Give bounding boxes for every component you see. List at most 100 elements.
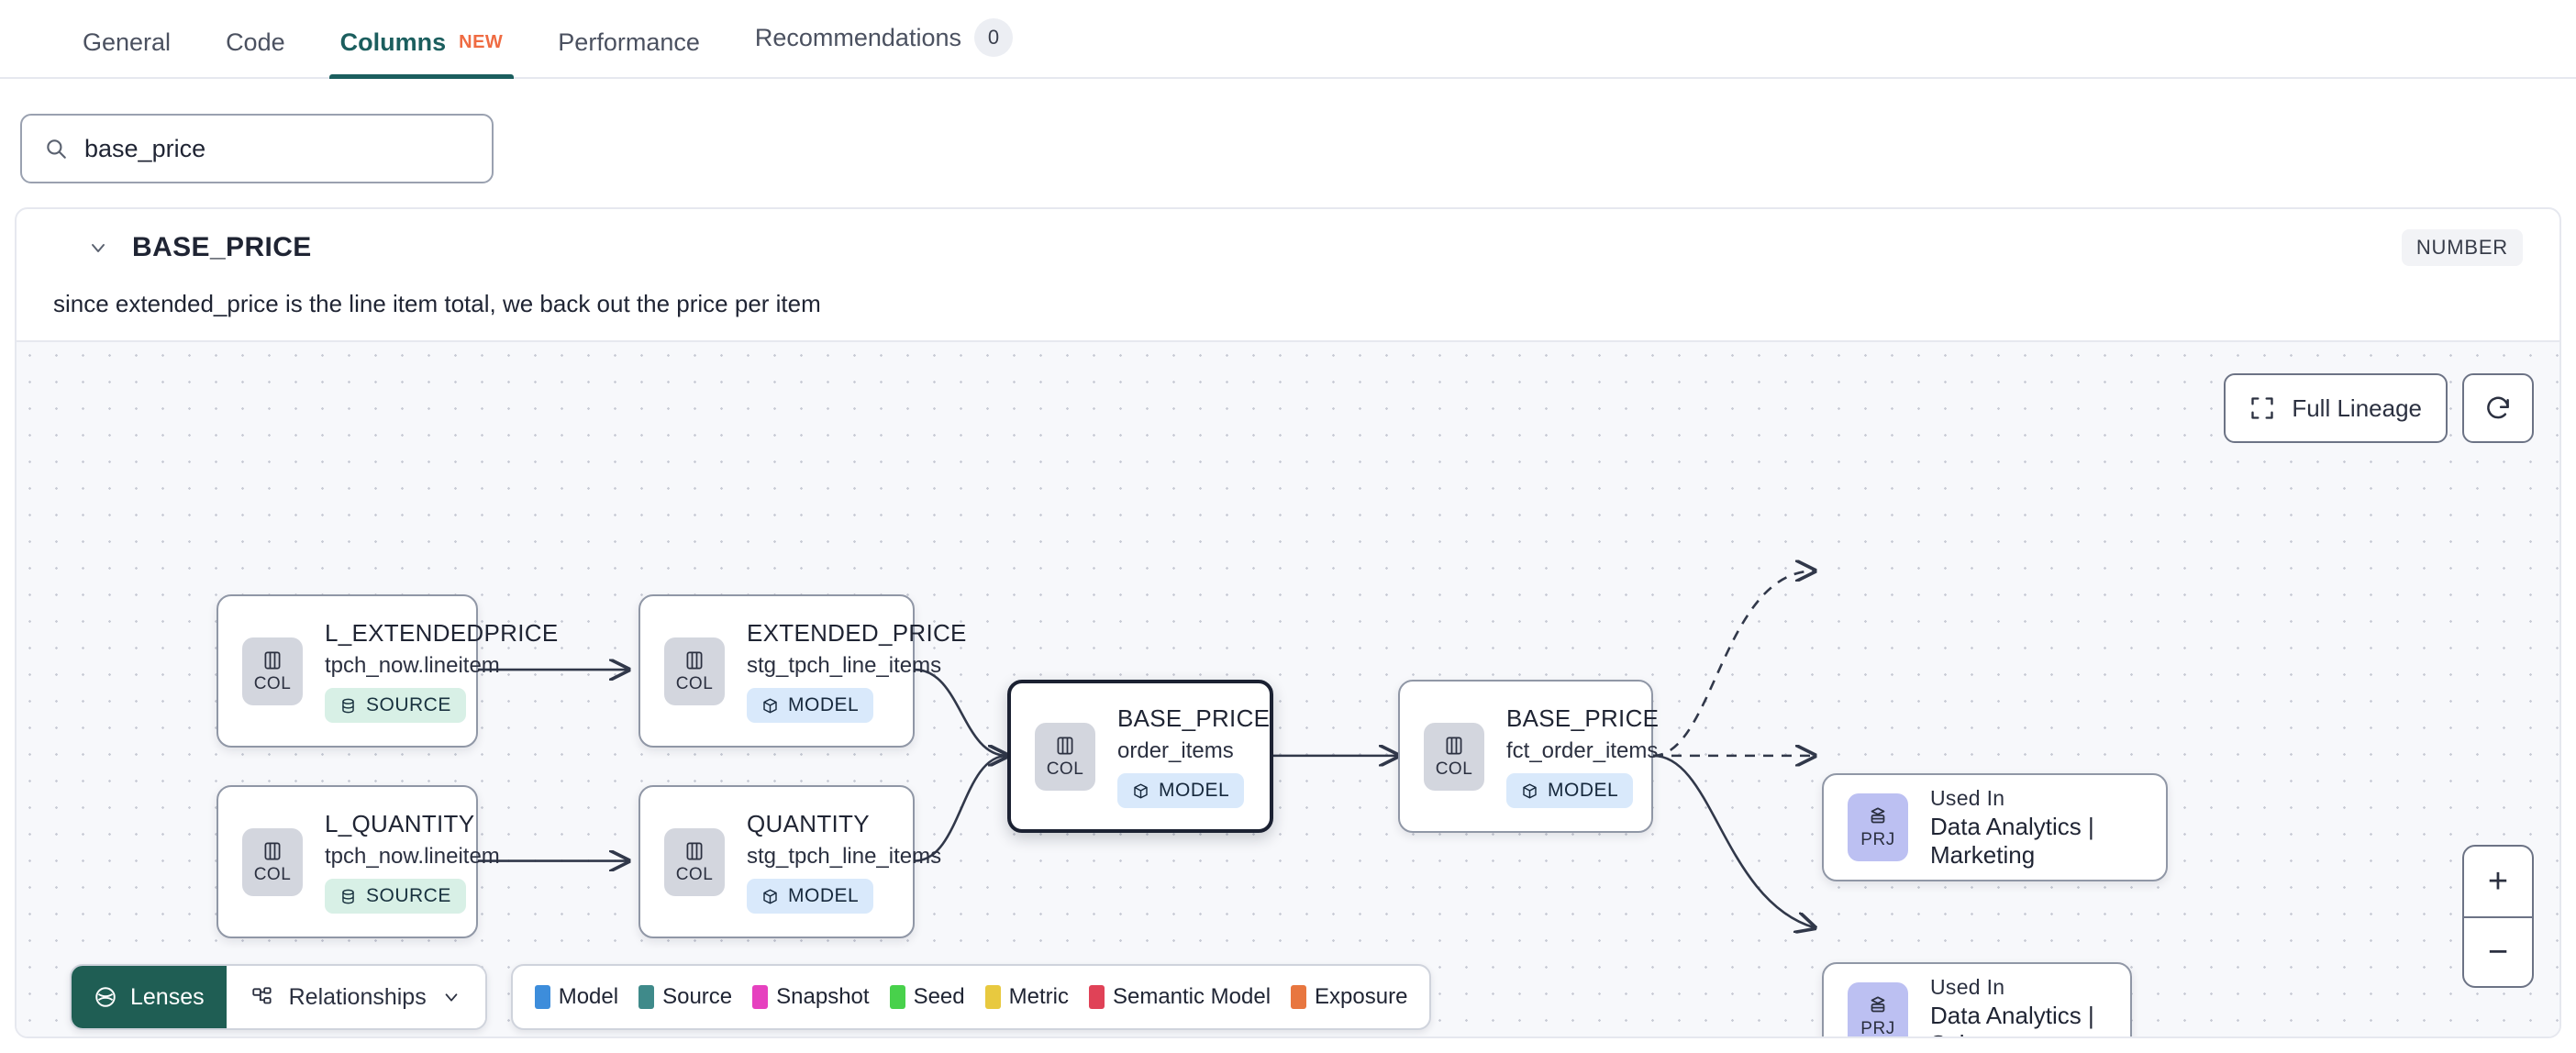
node-type-tag-label: MODEL bbox=[1159, 780, 1230, 801]
legend-label: Exposure bbox=[1315, 984, 1408, 1009]
legend-swatch bbox=[534, 985, 550, 1009]
node-type-tag: MODEL bbox=[1117, 773, 1245, 808]
legend-item-metric: Metric bbox=[984, 984, 1069, 1010]
kind-label: PRJ bbox=[1860, 1019, 1895, 1038]
column-kind-icon: COL bbox=[1424, 722, 1484, 791]
database-icon bbox=[339, 697, 357, 715]
refresh-button[interactable] bbox=[2462, 373, 2534, 443]
node-subtitle: Data Analytics | Sales bbox=[1930, 1001, 2094, 1037]
node-type-tag-label: MODEL bbox=[1548, 780, 1619, 801]
lineage-bottom-toolbar: Lenses Relationships bbox=[70, 964, 1432, 1030]
lineage-node-l-extendedprice[interactable]: COL L_EXTENDEDPRICE tpch_now.lineitem SO… bbox=[217, 594, 558, 748]
legend-swatch bbox=[984, 985, 1001, 1009]
node-subtitle: stg_tpch_line_items bbox=[747, 653, 942, 678]
node-title: L_EXTENDEDPRICE bbox=[325, 619, 559, 647]
column-kind-icon: COL bbox=[1035, 722, 1095, 791]
legend-swatch bbox=[889, 985, 905, 1009]
kind-label: PRJ bbox=[1860, 830, 1895, 849]
kind-label: COL bbox=[253, 673, 292, 693]
relationships-icon bbox=[250, 985, 274, 1009]
lineage-node-base-price-order-items[interactable]: COL BASE_PRICE order_items MODEL bbox=[1007, 680, 1273, 833]
legend-item-model: Model bbox=[534, 984, 619, 1010]
legend-swatch bbox=[1291, 985, 1307, 1009]
recommendations-count-badge: 0 bbox=[974, 18, 1013, 57]
column-kind-icon: COL bbox=[242, 827, 303, 896]
node-title: EXTENDED_PRICE bbox=[747, 619, 967, 647]
full-lineage-button[interactable]: Full Lineage bbox=[2224, 373, 2448, 443]
kind-label: COL bbox=[1046, 759, 1084, 779]
lineage-node-extended-price[interactable]: COL EXTENDED_PRICE stg_tpch_line_items M… bbox=[638, 594, 966, 748]
cube-icon bbox=[1132, 782, 1149, 800]
chevron-down-icon[interactable] bbox=[83, 232, 114, 263]
kind-label: COL bbox=[1435, 759, 1473, 779]
zoom-controls[interactable]: + − bbox=[2462, 845, 2534, 988]
tab-bar: General Code Columns NEW Performance Rec… bbox=[0, 0, 2576, 79]
legend-swatch bbox=[638, 985, 655, 1009]
lineage-node-base-price-fct-order-items[interactable]: COL BASE_PRICE fct_order_items MODEL bbox=[1398, 680, 1659, 833]
kind-label: COL bbox=[675, 864, 714, 884]
lineage-node-l-quantity[interactable]: COL L_QUANTITY tpch_now.lineitem SOURCE bbox=[217, 785, 500, 938]
lineage-canvas[interactable]: Full Lineage + − COL L_EXTENDEDPRIC bbox=[17, 340, 2559, 1038]
column-type-badge: NUMBER bbox=[2401, 229, 2523, 266]
node-title: L_QUANTITY bbox=[325, 810, 475, 837]
node-type-tag: MODEL bbox=[747, 879, 874, 914]
refresh-icon bbox=[2484, 394, 2512, 422]
tab-recommendations[interactable]: Recommendations 0 bbox=[727, 18, 1040, 77]
kind-label: COL bbox=[675, 673, 714, 693]
tab-label: Columns bbox=[339, 28, 447, 56]
tab-label: Code bbox=[226, 28, 285, 56]
legend-item-exposure: Exposure bbox=[1291, 984, 1407, 1010]
lineage-edges bbox=[478, 342, 2559, 1038]
project-kind-icon: PRJ bbox=[1848, 982, 1908, 1038]
node-subtitle: order_items bbox=[1117, 738, 1234, 763]
node-type-tag: MODEL bbox=[1506, 773, 1634, 808]
full-lineage-label: Full Lineage bbox=[2292, 393, 2422, 422]
node-type-tag-label: SOURCE bbox=[366, 694, 451, 715]
zoom-out-button[interactable]: − bbox=[2464, 916, 2532, 986]
lens-icon bbox=[94, 985, 117, 1009]
lenses-relationships-group: Lenses Relationships bbox=[70, 964, 487, 1030]
node-subtitle: tpch_now.lineitem bbox=[325, 653, 500, 678]
lineage-node-project-marketing[interactable]: PRJ Used In Data Analytics | Marketing bbox=[1822, 773, 2168, 881]
database-icon bbox=[339, 888, 357, 905]
legend-swatch bbox=[752, 985, 769, 1009]
node-subtitle: tpch_now.lineitem bbox=[325, 844, 500, 869]
expand-icon bbox=[2249, 395, 2275, 421]
lenses-button[interactable]: Lenses bbox=[72, 966, 227, 1028]
column-kind-icon: COL bbox=[242, 637, 303, 705]
cube-icon bbox=[761, 697, 779, 715]
tab-general[interactable]: General bbox=[55, 28, 198, 77]
tab-code[interactable]: Code bbox=[198, 28, 313, 77]
legend-label: Semantic Model bbox=[1112, 984, 1271, 1009]
legend-label: Model bbox=[558, 984, 619, 1009]
node-type-tag-label: MODEL bbox=[788, 885, 860, 906]
lineage-node-quantity[interactable]: COL QUANTITY stg_tpch_line_items MODEL bbox=[638, 785, 941, 938]
zoom-in-button[interactable]: + bbox=[2487, 861, 2509, 901]
search-icon bbox=[44, 137, 68, 161]
lineage-legend: Model Source Snapshot Seed Metric bbox=[510, 964, 1432, 1030]
project-kind-icon: PRJ bbox=[1848, 793, 1908, 861]
search-input[interactable]: base_price bbox=[20, 114, 494, 183]
column-header: BASE_PRICE NUMBER bbox=[17, 209, 2559, 266]
relationships-label: Relationships bbox=[288, 983, 427, 1010]
legend-item-semantic-model: Semantic Model bbox=[1088, 984, 1271, 1010]
lineage-node-project-sales[interactable]: PRJ Used In Data Analytics | Sales bbox=[1822, 962, 2132, 1038]
new-badge: NEW bbox=[459, 32, 504, 52]
node-type-tag-label: MODEL bbox=[788, 694, 860, 715]
tab-label: General bbox=[83, 28, 172, 56]
cube-icon bbox=[761, 888, 779, 905]
column-description: since extended_price is the line item to… bbox=[53, 290, 821, 317]
node-title: BASE_PRICE bbox=[1506, 704, 1660, 732]
tab-performance[interactable]: Performance bbox=[530, 28, 727, 77]
tab-label: Recommendations bbox=[754, 23, 961, 51]
legend-label: Source bbox=[662, 984, 733, 1009]
node-subtitle: stg_tpch_line_items bbox=[747, 844, 942, 869]
tab-label: Performance bbox=[558, 28, 700, 56]
column-kind-icon: COL bbox=[664, 827, 725, 896]
tab-columns[interactable]: Columns NEW bbox=[313, 28, 531, 79]
node-type-tag: MODEL bbox=[747, 688, 874, 723]
search-area: base_price bbox=[0, 79, 2576, 207]
legend-label: Seed bbox=[913, 984, 965, 1009]
relationships-dropdown[interactable]: Relationships bbox=[226, 966, 485, 1028]
cube-icon bbox=[1521, 782, 1538, 800]
